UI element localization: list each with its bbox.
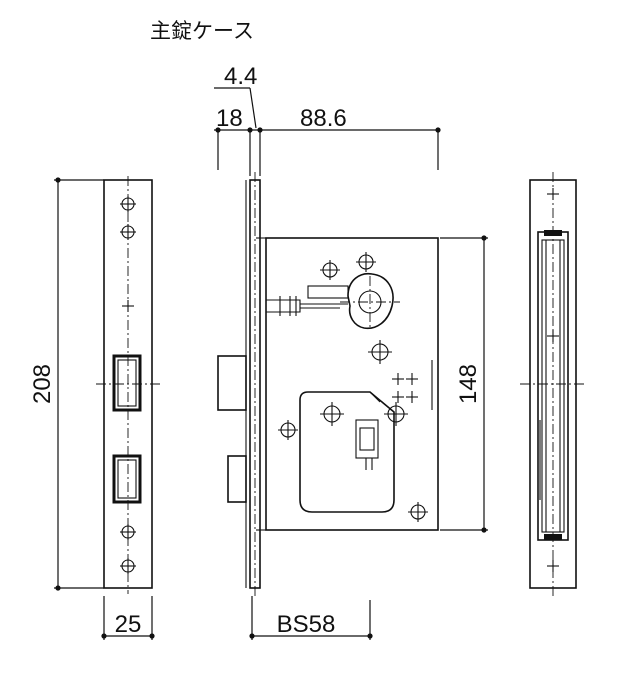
case-screw-hole-icon — [278, 420, 298, 440]
rivet-cluster-icon — [392, 373, 418, 403]
drawing-title: 主錠ケース — [150, 19, 254, 43]
dimension-label-25: 25 — [115, 611, 142, 638]
dimension-top: 4.4 18 88.6 — [214, 63, 441, 176]
dimension-case-height: 148 — [440, 235, 488, 533]
dimension-faceplate-height: 208 — [29, 177, 104, 591]
case-screw-hole-icon — [408, 502, 428, 522]
mount-point-icon — [547, 330, 559, 342]
dimension-label-208: 208 — [29, 364, 56, 404]
dimension-faceplate-width: 25 — [101, 596, 155, 640]
case-screw-hole-icon — [320, 402, 344, 426]
case-screw-hole-icon — [368, 340, 392, 364]
screw-hole-icon — [120, 524, 136, 540]
hub-cam-mechanism — [266, 272, 400, 330]
mount-point-icon — [122, 300, 134, 312]
screw-hole-icon — [120, 224, 136, 240]
dimension-label-88-6: 88.6 — [300, 105, 347, 132]
mount-point-icon — [547, 560, 559, 572]
dimension-backset: BS58 — [249, 596, 373, 640]
screw-hole-icon — [120, 558, 136, 574]
side-view-lock-case — [217, 172, 439, 596]
dimension-label-bs58: BS58 — [277, 611, 336, 638]
dimension-label-148: 148 — [455, 364, 482, 404]
rear-view-lock-case — [520, 172, 586, 596]
dimension-label-4-4: 4.4 — [224, 63, 257, 90]
mount-point-icon — [547, 188, 559, 200]
deadbolt-opening — [112, 454, 142, 504]
screw-hole-icon — [120, 196, 136, 212]
cylinder-cutout — [299, 391, 395, 513]
case-screw-hole-icon — [356, 252, 376, 272]
case-screw-hole-icon — [320, 260, 340, 280]
case-screw-hole-icon — [384, 402, 408, 426]
latch-bolt-opening — [112, 354, 142, 412]
dimension-label-18: 18 — [216, 105, 243, 132]
front-view-faceplate — [96, 176, 160, 594]
